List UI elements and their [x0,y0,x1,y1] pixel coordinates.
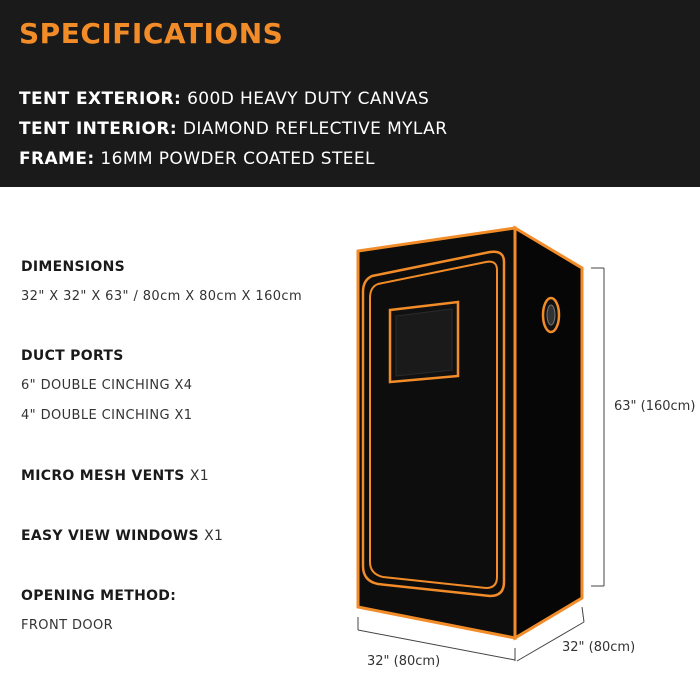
duct-ports-label: DUCT PORTS [21,348,124,364]
door-zipper-outer [361,250,506,598]
opening-method-label: OPENING METHOD: [21,588,177,604]
easy-view-windows: EASY VIEW WINDOWS X1 [21,528,223,544]
depth-dimension-line [516,621,585,662]
width-label: 32" (80cm) [367,654,441,669]
depth-tick [581,606,585,623]
page-title: SPECIFICATIONS [19,17,284,50]
dimensions-label: DIMENSIONS [21,259,126,275]
depth-label: 32" (80cm) [562,640,636,655]
duct-port-inner [546,304,556,326]
duct-port-4in: 4" DOUBLE CINCHING X1 [21,408,193,423]
micro-mesh-vents: MICRO MESH VENTS X1 [21,468,209,484]
spec-tent-exterior: TENT EXTERIOR: 600D HEAVY DUTY CANVAS [19,89,429,109]
tent-side-face [513,225,584,641]
door-zipper-inner [369,260,498,590]
easy-view-count: X1 [204,528,224,544]
spec-label: FRAME: [19,149,95,169]
spec-value: 16MM POWDER COATED STEEL [100,149,375,169]
duct-port-6in: 6" DOUBLE CINCHING X4 [21,378,193,393]
spec-value: DIAMOND REFLECTIVE MYLAR [182,119,448,139]
micro-mesh-label: MICRO MESH VENTS [21,468,185,484]
spec-value: 600D HEAVY DUTY CANVAS [187,89,430,109]
spec-label: TENT EXTERIOR: [19,89,182,109]
spec-frame: FRAME: 16MM POWDER COATED STEEL [19,149,375,169]
width-dimension-line [357,629,516,661]
height-label: 63" (160cm) [614,399,696,414]
spec-label: TENT INTERIOR: [19,119,178,139]
window-pane [395,308,453,377]
opening-method-value: FRONT DOOR [21,618,114,633]
micro-mesh-count: X1 [189,468,209,484]
specs-header: SPECIFICATIONS TENT EXTERIOR: 600D HEAVY… [0,0,700,187]
easy-view-label: EASY VIEW WINDOWS [21,528,199,544]
spec-tent-interior: TENT INTERIOR: DIAMOND REFLECTIVE MYLAR [19,119,447,139]
dimensions-value: 32" X 32" X 63" / 80cm X 80cm X 160cm [21,289,303,304]
